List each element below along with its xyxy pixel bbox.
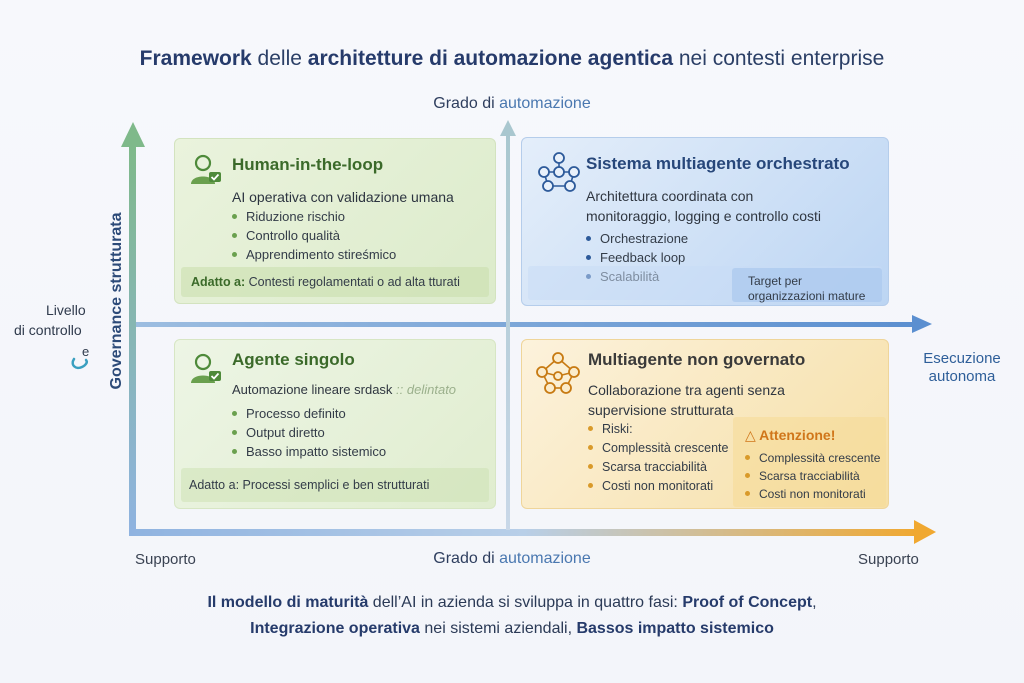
swirl-icon	[71, 357, 89, 370]
quadrant-title: Agente singolo	[232, 350, 355, 369]
control-level-e: e	[82, 344, 90, 359]
list-item: Output diretto	[232, 423, 386, 442]
warning-triangle-icon: △	[745, 427, 756, 443]
quadrant-single-agent: Agente singolo Automazione lineare srdas…	[174, 339, 496, 509]
list-item: Riski:	[588, 420, 728, 439]
quadrant-list: Processo definito Output diretto Basso i…	[232, 404, 386, 461]
quadrant-subtitle: Automazione lineare srdask :: delintato	[232, 382, 457, 397]
support-label-right: Supporto	[858, 551, 919, 568]
horizontal-axis	[129, 529, 919, 536]
page-title: Framework delle architetture di automazi…	[139, 47, 885, 70]
quadrant-title: Sistema multiagente orchestrato	[586, 154, 850, 173]
vertical-axis-arrow	[121, 122, 145, 147]
support-label-left: Supporto	[135, 551, 196, 568]
list-item: Scarsa tracciabilità	[745, 467, 880, 485]
warning-box: △ Attenzione! Complessità crescente Scar…	[733, 417, 886, 507]
middle-axis	[136, 322, 916, 327]
list-item: Complessità crescente	[588, 439, 728, 458]
list-item: Costi non monitorati	[588, 477, 728, 496]
warning-list: Complessità crescente Scarsa tracciabili…	[745, 449, 880, 503]
quadrant-footer: Adatto a: Contesti regolamentati o ad al…	[181, 267, 489, 297]
governance-axis-label: Governance strutturata	[108, 212, 125, 390]
chaotic-network-icon	[536, 352, 580, 394]
list-item: Riduzione rischio	[232, 207, 396, 226]
quadrant-multiagent-orchestrated: Sistema multiagente orchestrato Architet…	[521, 137, 889, 306]
list-item: Orchestrazione	[586, 229, 688, 248]
network-nodes-icon	[538, 152, 580, 192]
quadrant-subtitle: AI operativa con validazione umana	[232, 189, 454, 205]
warning-title: △ Attenzione!	[745, 427, 836, 443]
center-axis-arrow	[500, 120, 516, 136]
quadrant-list: Riduzione rischio Controllo qualità Appr…	[232, 207, 396, 264]
quadrant-title: Multiagente non governato	[588, 350, 806, 369]
caption-line-2: Integrazione operativa nei sistemi azien…	[250, 620, 774, 637]
quadrant-human-in-the-loop: Human-in-the-loop AI operativa con valid…	[174, 138, 496, 304]
user-check-icon	[191, 353, 221, 383]
y-axis-top-label: Grado di automazione	[433, 95, 591, 112]
list-item: Costi non monitorati	[745, 485, 880, 503]
x-axis-label: Grado di automazione	[433, 550, 591, 567]
list-item: Processo definito	[232, 404, 386, 423]
list-item: Basso impatto sistemico	[232, 442, 386, 461]
vertical-axis	[129, 145, 136, 532]
list-item: Controllo qualità	[232, 226, 396, 245]
horizontal-axis-arrow	[914, 520, 936, 544]
center-axis	[506, 132, 510, 530]
middle-axis-arrow	[912, 315, 932, 333]
list-item: Apprendimento stireśmico	[232, 245, 396, 264]
list-item: Feedback loop	[586, 248, 688, 267]
caption-line-1: Il modello di maturità dell’AI in aziend…	[207, 594, 817, 611]
quadrant-title: Human-in-the-loop	[232, 155, 384, 174]
user-check-icon	[191, 154, 221, 184]
quadrant-footer: Adatto a: Processi semplici e ben strutt…	[181, 468, 489, 502]
risk-list: Riski: Complessità crescente Scarsa trac…	[588, 420, 728, 496]
list-item: Scarsa tracciabilità	[588, 458, 728, 477]
list-item: Complessità crescente	[745, 449, 880, 467]
